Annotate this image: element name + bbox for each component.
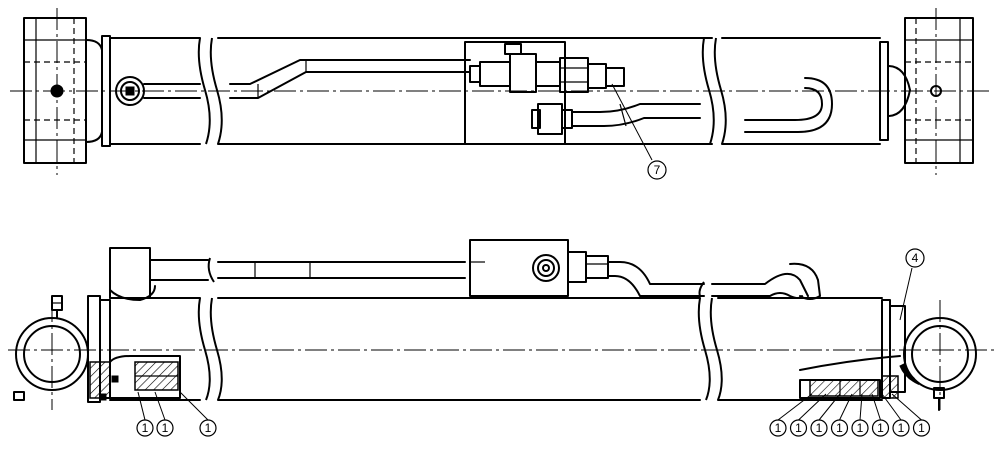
side-pipe-right — [607, 261, 705, 285]
callout-1-right: 1 — [851, 419, 869, 437]
callout-leader — [859, 393, 863, 421]
callout-leader — [777, 393, 813, 421]
callout-label: 1 — [898, 421, 905, 435]
top-barrel-segment-1 — [109, 37, 201, 145]
callout-label: 1 — [795, 421, 802, 435]
callout-label: 1 — [142, 421, 149, 435]
callout-1-right: 1 — [871, 419, 890, 437]
callout-label: 1 — [836, 421, 843, 435]
callout-leader — [818, 393, 841, 421]
top-right-end-cap — [887, 65, 911, 117]
callout-leader — [881, 393, 902, 421]
top-valve-block — [464, 41, 625, 145]
side-left-end-cap — [87, 295, 101, 403]
side-barrel-segment-2 — [217, 297, 701, 401]
top-hose-bend — [744, 87, 823, 121]
callout-leader — [871, 393, 881, 421]
callout-1-left-b: 1 — [156, 419, 174, 437]
side-right-section — [799, 355, 901, 399]
callout-4: 4 — [905, 248, 925, 268]
callout-label: 1 — [775, 421, 782, 435]
side-elbow-fitting — [109, 247, 209, 301]
callout-1-right: 1 — [810, 419, 828, 437]
callout-label: 1 — [918, 421, 925, 435]
side-port-fitting — [532, 254, 560, 282]
callout-1-right: 1 — [789, 419, 808, 437]
top-pipe-lower — [571, 103, 701, 113]
callout-7: 7 — [647, 160, 667, 180]
callout-leader — [839, 393, 853, 421]
callout-label: 1 — [816, 421, 823, 435]
callout-1-right: 1 — [892, 419, 910, 437]
callout-label: 4 — [912, 251, 919, 265]
top-pipe-upper — [229, 59, 471, 85]
callout-label: 1 — [205, 421, 212, 435]
top-barrel-segment-3 — [721, 37, 881, 145]
callout-leader — [891, 393, 922, 421]
callout-1-right: 1 — [912, 419, 931, 437]
callout-label: 1 — [857, 421, 864, 435]
callout-label: 1 — [877, 421, 884, 435]
callout-1-right: 1 — [769, 419, 787, 437]
callout-1-left-c: 1 — [199, 419, 217, 437]
callout-1-left-a: 1 — [136, 419, 154, 437]
side-valve-block — [469, 239, 609, 297]
side-right-eye — [899, 317, 977, 411]
callout-1-right: 1 — [830, 419, 849, 437]
callout-leader — [798, 393, 827, 421]
side-left-eye — [13, 295, 89, 401]
side-hose-bend — [711, 273, 809, 297]
callout-label: 1 — [162, 421, 169, 435]
callout-label: 7 — [654, 163, 661, 177]
top-view: 7 — [10, 8, 990, 180]
side-left-section — [89, 355, 181, 401]
side-pipe-upper — [217, 261, 466, 279]
